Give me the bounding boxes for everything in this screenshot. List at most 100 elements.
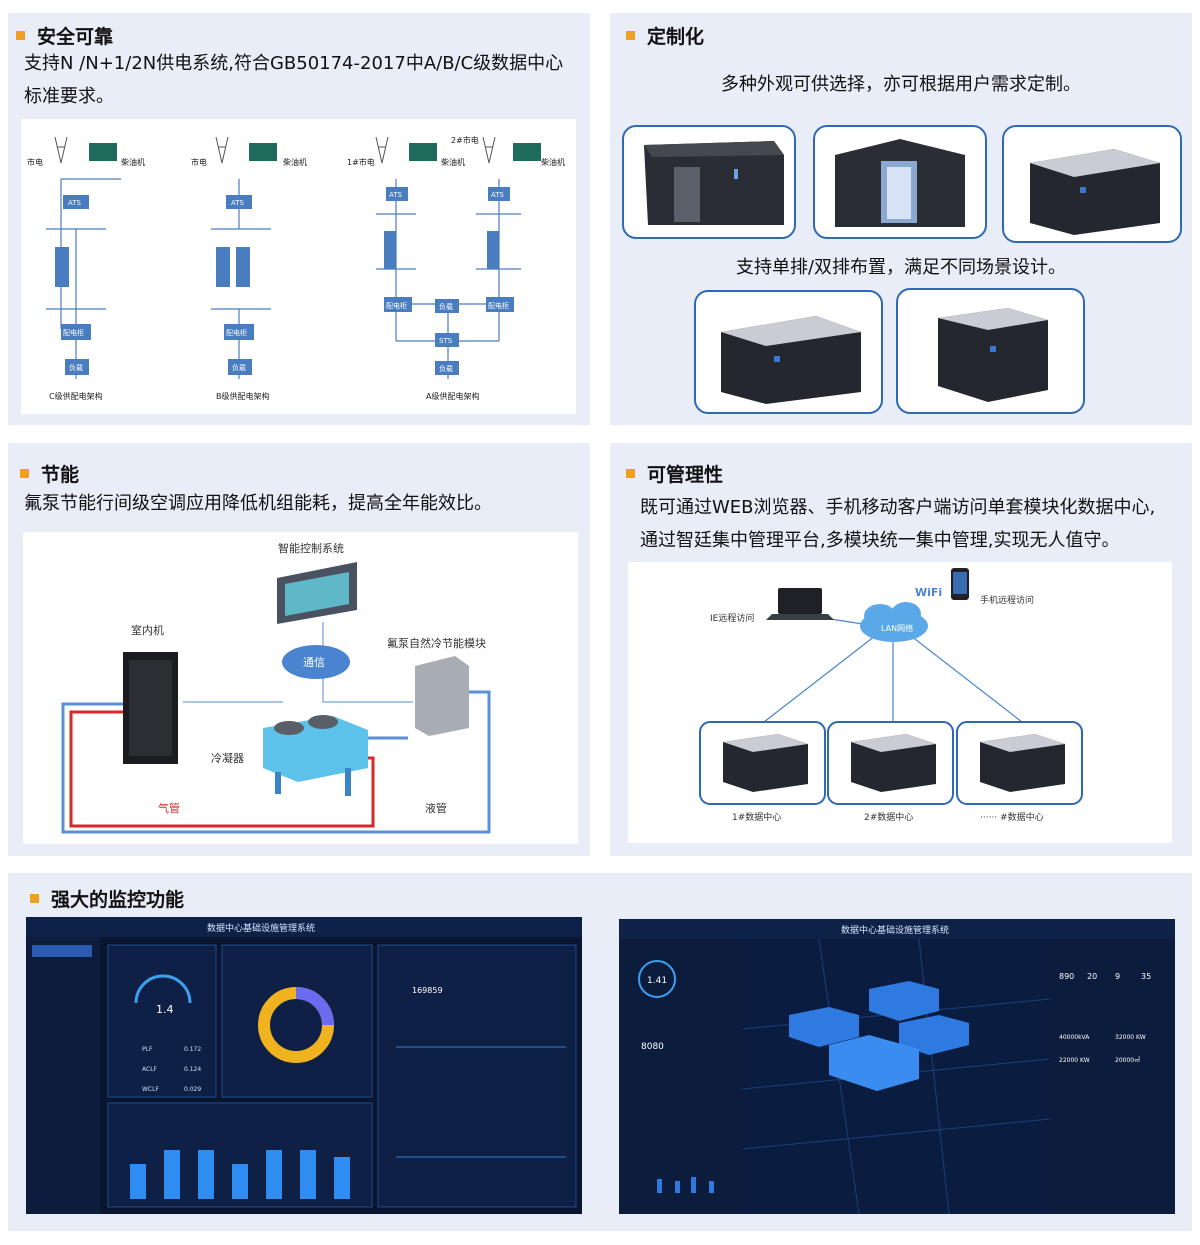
- dashboard-title: 数据中心基础设施管理系统: [207, 922, 315, 934]
- panel-custom: 定制化 多种外观可供选择，亦可根据用户需求定制。 支持单排/双排布置，满足不同场…: [610, 13, 1192, 425]
- label-mobile-access: 手机远程访问: [980, 594, 1034, 606]
- metric-value: 0.172: [184, 1046, 201, 1053]
- bar-chart-group: [130, 1150, 350, 1199]
- cooling-diagram-svg: 智能控制系统 室内机 氟泵自然冷节能模块 冷凝器 液管 气管 通信: [61, 541, 491, 834]
- panel-safety: 安全可靠 支持N /N+1/2N供电系统,符合GB50174-2017中A/B/…: [8, 13, 590, 425]
- wifi-icon: WiFi: [915, 586, 942, 599]
- label-dc-n: ······ #数据中心: [980, 811, 1044, 823]
- label-gas-pipe: 气管: [158, 801, 180, 815]
- label-cabinet: 配电柜: [63, 328, 84, 337]
- caption-c-level: C级供配电架构: [49, 391, 103, 401]
- power-value: 8080: [641, 1042, 664, 1052]
- label-ie-access: IE远程访问: [710, 612, 754, 624]
- level-bar: [164, 1150, 180, 1199]
- section-title-text: 节能: [41, 464, 80, 486]
- label-load: 负载: [439, 364, 453, 373]
- label-control-system: 智能控制系统: [278, 541, 344, 555]
- label-cabinet: 配电柜: [488, 301, 509, 310]
- section-title: 节能: [20, 460, 79, 487]
- metric-label: PLF: [142, 1046, 153, 1053]
- caption-a-level: A级供配电架构: [426, 391, 479, 401]
- layout-image-double-row: [896, 288, 1085, 414]
- dashboard-title: 数据中心基础设施管理系统: [841, 924, 949, 936]
- label-ats: ATS: [231, 199, 245, 207]
- level-bar: [198, 1150, 214, 1199]
- capacity-value: 20000㎡: [1115, 1056, 1140, 1064]
- label-grid: 市电: [27, 157, 43, 167]
- section-description: 氟泵节能行间级空调应用降低机组能耗，提高全年能效比。: [24, 493, 492, 514]
- stat-value: 35: [1141, 972, 1151, 981]
- label-cabinet: 配电柜: [226, 328, 247, 337]
- label-liquid-pipe: 液管: [425, 801, 447, 815]
- section-title-text: 定制化: [647, 26, 705, 48]
- dashboard-screenshot-3d: 数据中心基础设施管理系统 1.41 8080 890 20 9 35 40000…: [619, 919, 1175, 1214]
- caption-b-level: B级供配电架构: [216, 391, 270, 401]
- cabinet-image-svg: [644, 141, 784, 225]
- network-diagram-svg: IE远程访问 手机远程访问 1#数据中心 2#数据中心 ······ #数据中心…: [699, 568, 1083, 823]
- pue-value: 1.4: [156, 1003, 174, 1016]
- level-bar: [300, 1150, 316, 1199]
- dashboard-screenshot-energy: 数据中心基础设施管理系统 1.4 169859 PLF 0.172 ACLF 0…: [26, 917, 582, 1214]
- stat-value: 9: [1115, 972, 1120, 981]
- network-diagram: IE远程访问 手机远程访问 1#数据中心 2#数据中心 ······ #数据中心…: [628, 562, 1172, 843]
- label-ats: ATS: [389, 191, 403, 199]
- cabinet-image-svg: [835, 139, 965, 227]
- custom-line-1: 多种外观可供选择，亦可根据用户需求定制。: [721, 74, 1081, 95]
- label-sts: STS: [439, 337, 453, 345]
- metric-value: 0.124: [184, 1066, 201, 1073]
- total-power-value: 169859: [412, 986, 443, 995]
- label-dc-2: 2#数据中心: [864, 811, 913, 823]
- label-condenser: 冷凝器: [211, 751, 244, 765]
- power-architecture-diagram: 市电 柴油机 市电 柴油机 1#市电 柴油机 2#市电 柴油机 C级供配电架构 …: [21, 119, 576, 414]
- bullet-square-icon: [626, 31, 635, 40]
- dashboard-3d-svg: 数据中心基础设施管理系统 1.41 8080 890 20 9 35 40000…: [619, 919, 1175, 1214]
- section-title: 强大的监控功能: [30, 885, 184, 912]
- section-title-text: 安全可靠: [37, 26, 114, 48]
- label-cabinet: 配电柜: [386, 301, 407, 310]
- label-generator: 柴油机: [441, 157, 465, 167]
- cooling-system-diagram: 智能控制系统 室内机 氟泵自然冷节能模块 冷凝器 液管 气管 通信: [23, 532, 578, 844]
- label-generator: 柴油机: [121, 157, 145, 167]
- label-load: 负载: [69, 363, 83, 372]
- label-ats: ATS: [491, 191, 505, 199]
- layout-image-svg: [721, 316, 861, 404]
- panel-monitor: 强大的监控功能 数据中心基础设施管理系统 1.4 169859 PLF 0.17…: [8, 873, 1192, 1231]
- capacity-value: 40000kVA: [1059, 1034, 1090, 1041]
- label-grid: 市电: [191, 157, 207, 167]
- level-bar: [232, 1164, 248, 1199]
- level-bar: [130, 1164, 146, 1199]
- cabinet-image-1: [622, 125, 796, 239]
- label-load: 负载: [439, 302, 453, 311]
- section-description: 支持N /N+1/2N供电系统,符合GB50174-2017中A/B/C级数据中…: [24, 53, 564, 107]
- label-generator: 柴油机: [283, 157, 307, 167]
- label-ats: ATS: [68, 199, 82, 207]
- layout-image-single-row: [694, 290, 883, 414]
- stat-value: 20: [1087, 972, 1097, 981]
- section-title: 可管理性: [626, 460, 723, 487]
- metric-label: WCLF: [142, 1086, 159, 1093]
- metric-label: ACLF: [142, 1066, 158, 1073]
- label-grid-1: 1#市电: [347, 157, 375, 167]
- level-bar: [266, 1150, 282, 1199]
- cabinet-image-svg: [1030, 149, 1160, 235]
- label-dc-1: 1#数据中心: [732, 811, 781, 823]
- cabinet-image-2: [813, 125, 987, 239]
- stat-value: 890: [1059, 972, 1074, 981]
- label-lan-network: LAN网络: [881, 623, 913, 633]
- pue-value: 1.41: [647, 976, 667, 986]
- label-grid-2: 2#市电: [451, 135, 479, 145]
- cabinet-image-3: [1002, 125, 1182, 243]
- capacity-value: 22000 KW: [1059, 1057, 1090, 1064]
- section-title: 定制化: [626, 22, 704, 49]
- bullet-square-icon: [20, 469, 29, 478]
- metric-value: 0.029: [184, 1086, 201, 1093]
- level-bar: [334, 1157, 350, 1199]
- section-title: 安全可靠: [16, 22, 113, 49]
- bullet-square-icon: [30, 894, 39, 903]
- panel-energy: 节能 氟泵节能行间级空调应用降低机组能耗，提高全年能效比。 智能控制系统: [8, 443, 590, 856]
- panel-manage: 可管理性 既可通过WEB浏览器、手机移动客户端访问单套模块化数据中心,通过智廷集…: [610, 443, 1192, 856]
- section-description: 既可通过WEB浏览器、手机移动客户端访问单套模块化数据中心,通过智廷集中管理平台…: [640, 497, 1156, 551]
- label-load: 负载: [232, 363, 246, 372]
- section-title-text: 强大的监控功能: [51, 889, 185, 911]
- label-pump-module: 氟泵自然冷节能模块: [387, 636, 486, 650]
